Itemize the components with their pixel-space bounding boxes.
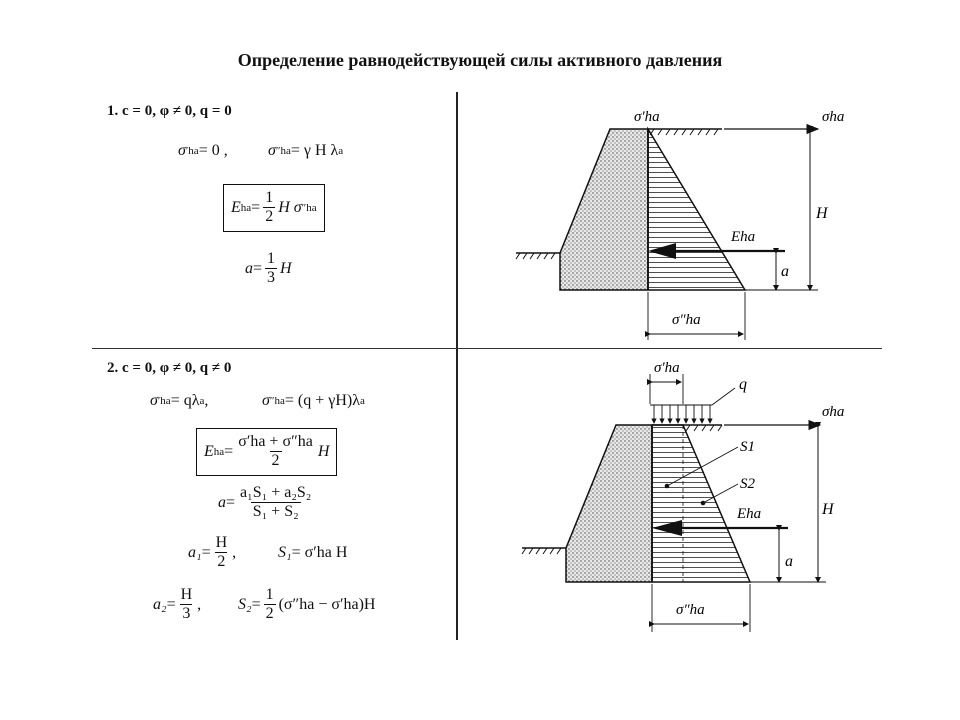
d1-height-label: H <box>815 205 829 222</box>
d2-axis-label: σha <box>822 404 844 420</box>
case1-heading: 1. c = 0, φ ≠ 0, q = 0 <box>107 103 232 119</box>
pressure-triangle <box>647 126 747 291</box>
d1-force-label: Eha <box>730 229 755 245</box>
d2-q-label: q <box>739 376 747 393</box>
case2-s1-formula: S₁ = σ′ha H <box>278 544 348 561</box>
d2-s2-label: S2 <box>740 476 756 492</box>
d2-bottom-label: σ″ha <box>676 602 705 618</box>
s2-leader <box>702 483 739 504</box>
d1-top-label: σ′ha <box>634 109 660 125</box>
page-title: Определение равнодействующей силы активн… <box>237 50 723 70</box>
case1-formula-sigma-top: σ′ha = 0 , <box>178 142 228 159</box>
force-arrowhead <box>652 520 682 536</box>
d2-force-label: Eha <box>736 506 761 522</box>
d1-axis-label: σha <box>822 109 844 125</box>
case2-diagram: σ′ha q σha S1 S2 Eha H a σ″ha <box>521 360 844 632</box>
horizontal-divider <box>92 348 882 350</box>
d1-arm-label: a <box>781 263 789 280</box>
vertical-divider <box>456 92 458 640</box>
s1-leader <box>666 446 739 487</box>
d2-s1-label: S1 <box>740 439 755 455</box>
d1-bottom-label: σ″ha <box>672 312 701 328</box>
d2-height-label: H <box>821 501 835 518</box>
force-arrowhead <box>648 243 676 259</box>
d2-arm-label: a <box>785 553 793 570</box>
retaining-wall <box>559 128 649 291</box>
case1-diagram: σ′ha σha H Eha a σ″ha <box>515 109 844 340</box>
case2-heading: 2. c = 0, φ ≠ 0, q ≠ 0 <box>107 360 232 376</box>
d2-top-label: σ′ha <box>654 360 680 376</box>
retaining-wall <box>565 424 653 583</box>
q-leader <box>711 387 736 406</box>
